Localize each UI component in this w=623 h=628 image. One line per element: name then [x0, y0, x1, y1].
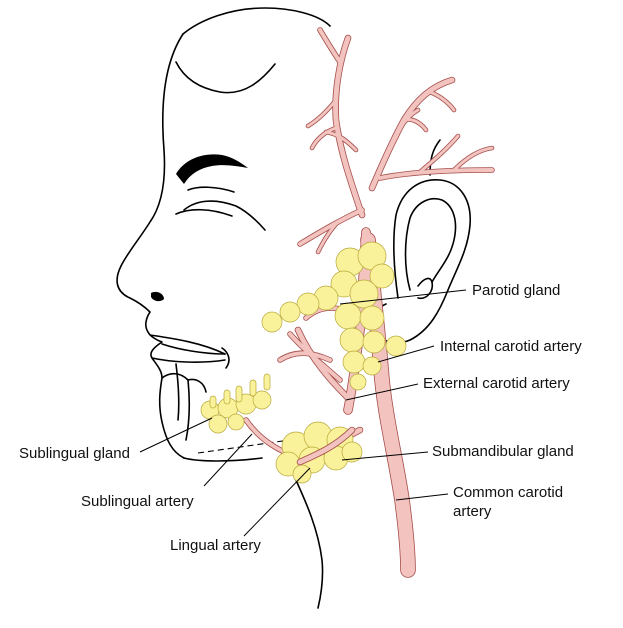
label-common-carotid-line2: artery — [453, 503, 492, 520]
label-sublingual-artery: Sublingual artery — [81, 493, 194, 510]
label-submandibular-gland: Submandibular gland — [432, 443, 574, 460]
label-common-carotid-line1: Common carotid — [453, 484, 563, 501]
label-sublingual-gland: Sublingual gland — [19, 445, 130, 462]
leader-submandibular — [341, 451, 429, 461]
label-internal-carotid-artery: Internal carotid artery — [440, 338, 582, 355]
leader-external-carotid — [345, 383, 419, 401]
leader-lingual-artery — [243, 467, 311, 537]
leader-common-carotid — [395, 493, 449, 501]
leader-sublingual-artery — [203, 433, 253, 487]
head-outline — [116, 7, 441, 609]
leader-lines — [139, 289, 467, 537]
ear — [371, 179, 471, 344]
label-external-carotid-artery: External carotid artery — [423, 375, 570, 392]
sublingual-gland-shape — [200, 373, 272, 434]
leader-internal-carotid — [377, 345, 435, 363]
leader-sublingual-gland — [139, 417, 213, 453]
leader-parotid — [339, 289, 467, 305]
label-parotid-gland: Parotid gland — [472, 282, 560, 299]
parotid-gland-shape — [261, 241, 407, 391]
label-lingual-artery: Lingual artery — [170, 537, 261, 554]
labels: Parotid gland Internal carotid artery Ex… — [19, 282, 582, 554]
